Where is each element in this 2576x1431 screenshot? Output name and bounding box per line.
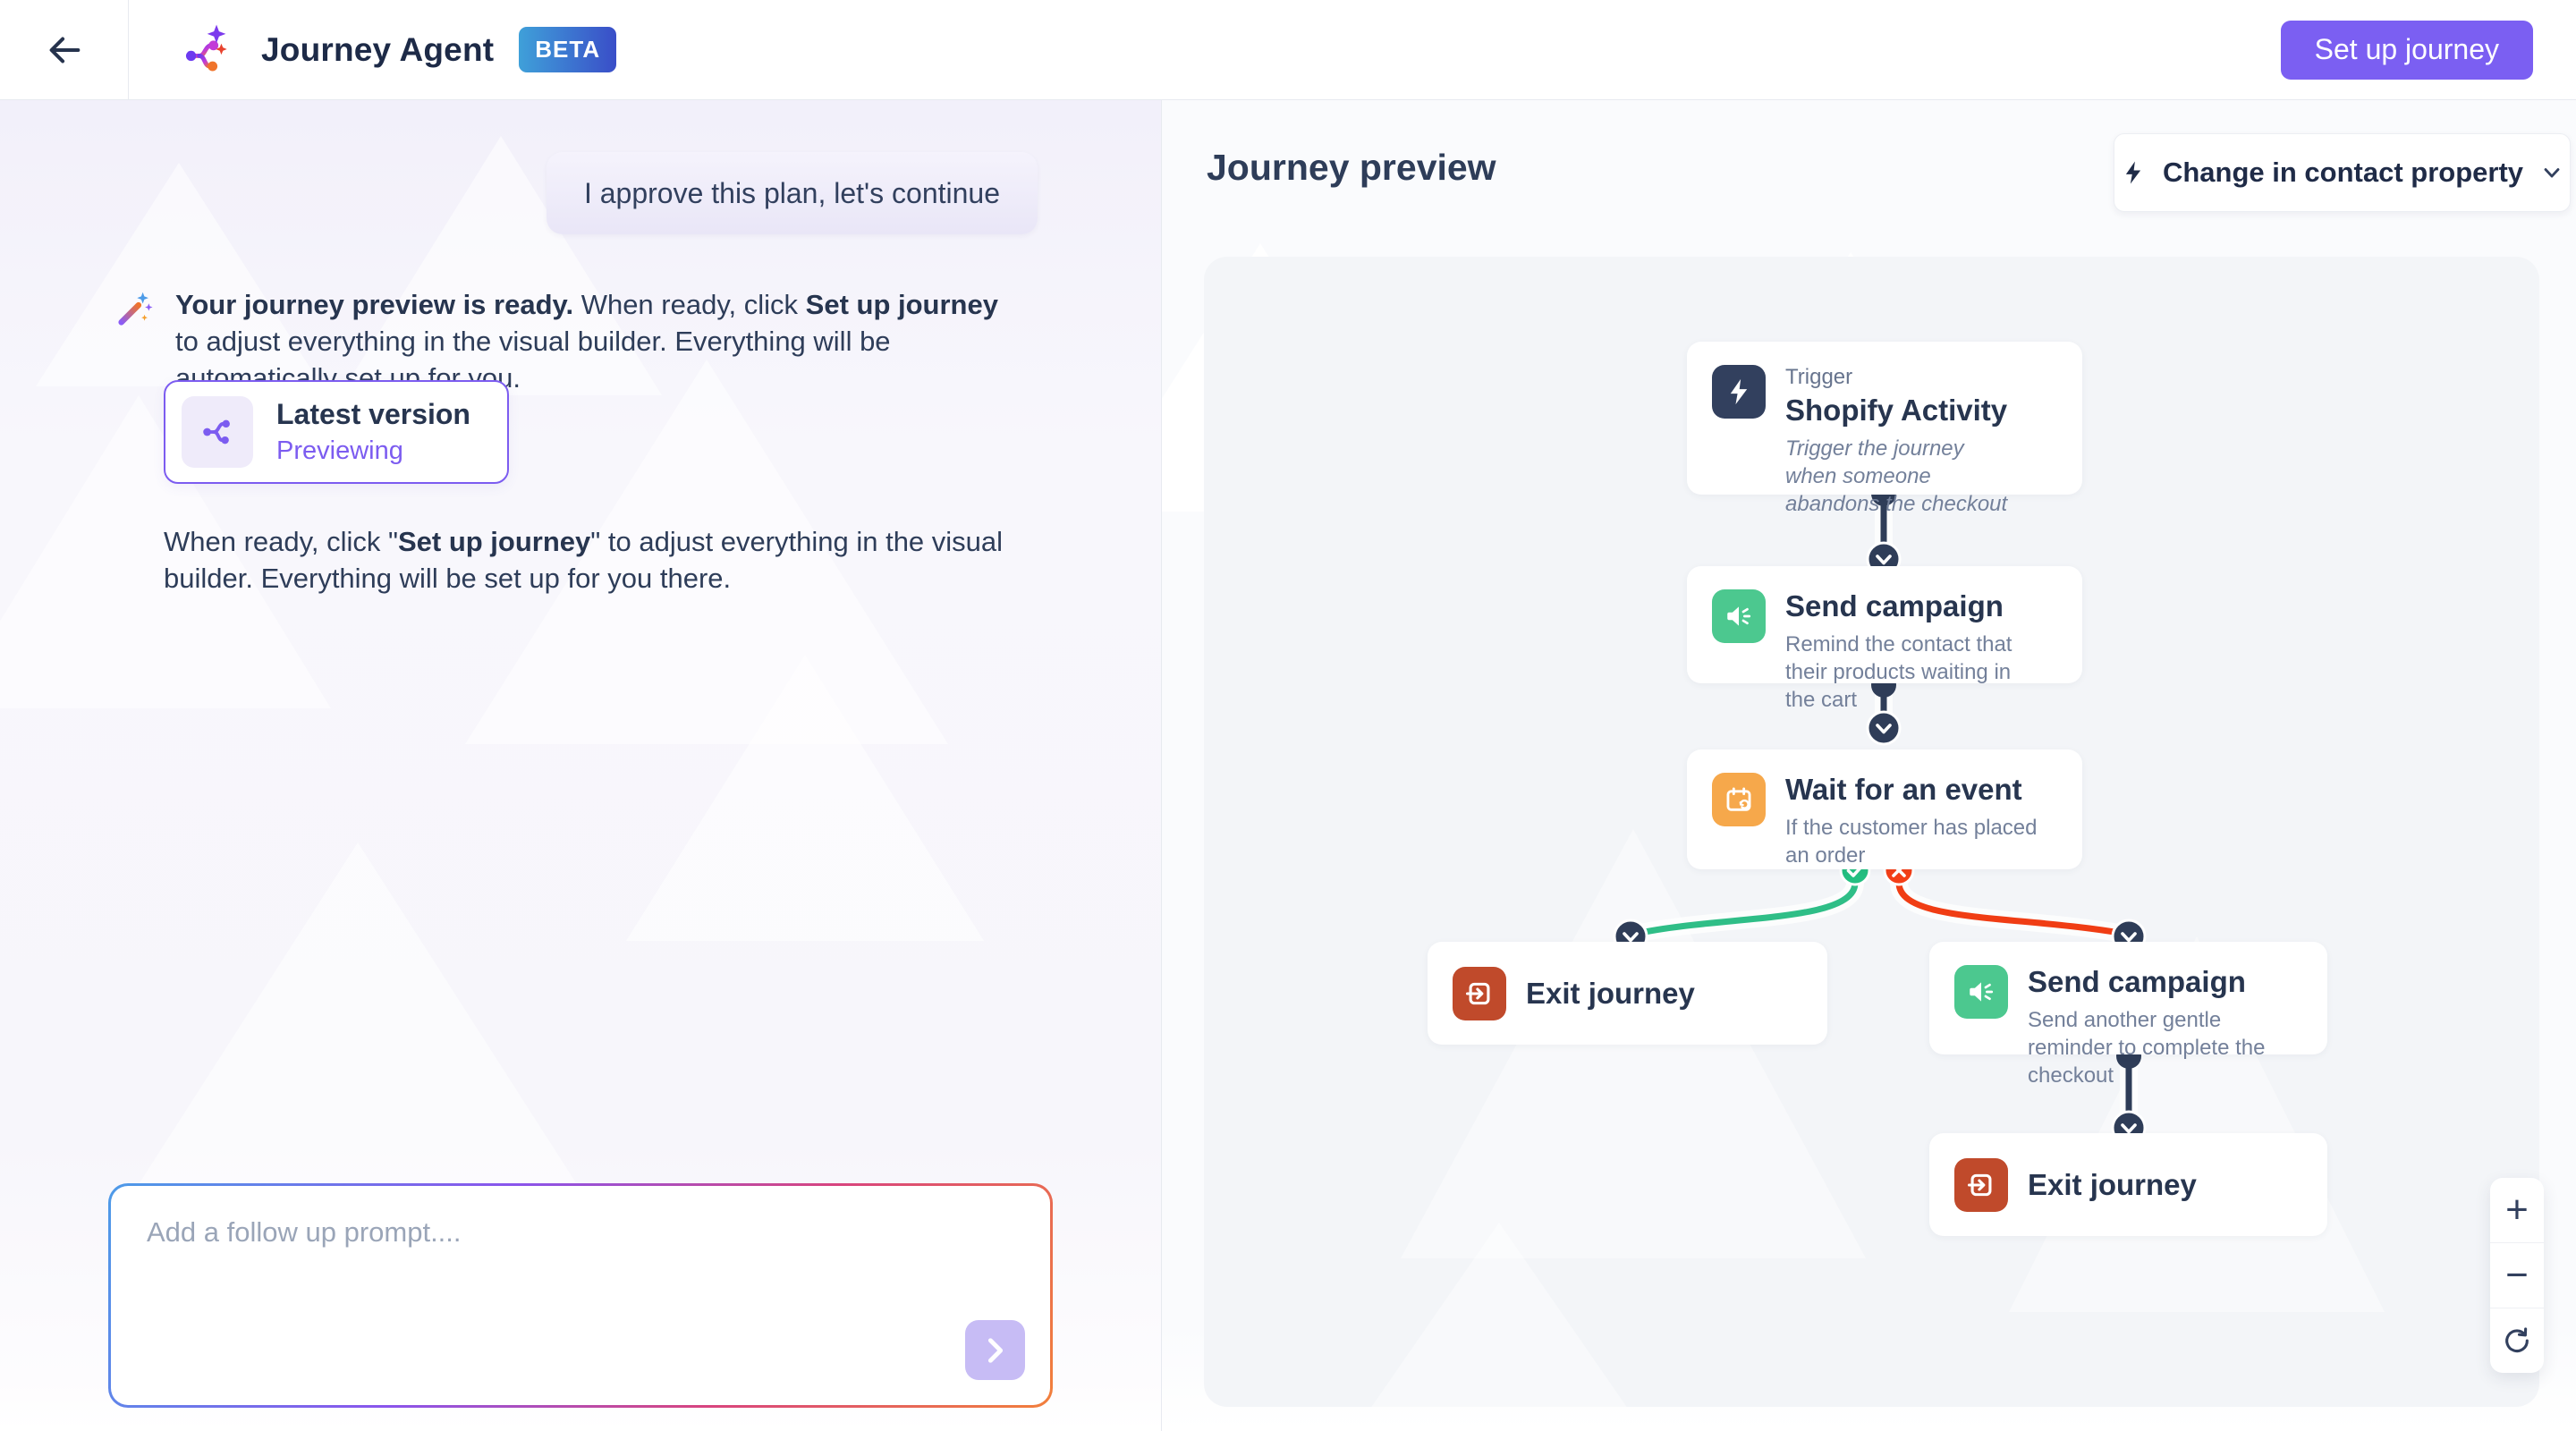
set-up-journey-button[interactable]: Set up journey xyxy=(2280,20,2533,80)
node-title: Send campaign xyxy=(1785,589,2004,622)
user-chat-message: I approve this plan, let's continue xyxy=(546,152,1038,234)
assistant-chat-message: Your journey preview is ready. When read… xyxy=(114,286,1022,396)
version-card-title: Latest version xyxy=(276,398,470,430)
node-wait-for-event[interactable]: Wait for an event If the customer has pl… xyxy=(1687,749,2082,869)
node-title: Exit journey xyxy=(2028,1167,2197,1201)
node-title: Wait for an event xyxy=(1785,773,2022,806)
node-description: Trigger the journey when someone abandon… xyxy=(1785,436,2008,516)
exit-icon xyxy=(1453,966,1506,1020)
chevron-right-icon xyxy=(987,1337,1003,1363)
zoom-in-button[interactable]: + xyxy=(2490,1178,2544,1242)
send-prompt-button[interactable] xyxy=(965,1320,1025,1380)
journey-preview-panel: Journey preview Change in contact proper… xyxy=(1161,100,2576,1431)
magic-wand-icon xyxy=(118,292,153,326)
node-title: Send campaign xyxy=(2028,965,2246,998)
latest-version-card[interactable]: Latest version Previewing xyxy=(164,380,509,484)
node-title: Shopify Activity xyxy=(1785,394,2008,427)
node-exit-journey-bottom[interactable]: Exit journey xyxy=(1929,1133,2327,1236)
megaphone-icon xyxy=(1712,589,1766,643)
node-label: Trigger xyxy=(1785,365,1853,389)
exit-icon xyxy=(1954,1157,2008,1212)
zoom-out-button[interactable]: − xyxy=(2490,1242,2544,1308)
node-trigger-shopify-activity[interactable]: Trigger Shopify Activity Trigger the jou… xyxy=(1687,342,2082,516)
dropdown-label: Change in contact property xyxy=(2162,157,2524,188)
node-send-campaign-2[interactable]: Send campaign Send another gentle remind… xyxy=(1929,942,2327,1088)
top-bar: Journey Agent BETA Set up journey xyxy=(0,0,2576,100)
back-button[interactable] xyxy=(0,0,129,100)
calendar-wait-icon xyxy=(1712,773,1766,826)
node-title: Exit journey xyxy=(1526,976,1695,1010)
journey-version-icon xyxy=(182,396,253,468)
beta-badge: BETA xyxy=(519,27,617,72)
node-exit-journey-left[interactable]: Exit journey xyxy=(1428,942,1827,1045)
canvas-zoom-controls: + − xyxy=(2490,1178,2544,1373)
node-description: Remind the contact that their products w… xyxy=(1785,632,2012,712)
arrow-left-icon xyxy=(49,37,80,63)
change-contact-property-dropdown[interactable]: Change in contact property xyxy=(2114,133,2571,212)
lightning-icon xyxy=(2125,161,2141,184)
assistant-followup-text: When ready, click "Set up journey" to ad… xyxy=(164,526,1004,594)
reset-view-button[interactable] xyxy=(2490,1308,2544,1373)
node-send-campaign-1[interactable]: Send campaign Remind the contact that th… xyxy=(1687,566,2082,712)
follow-up-prompt-input[interactable] xyxy=(111,1186,1050,1405)
assistant-message-text: Your journey preview is ready. When read… xyxy=(175,289,998,394)
app-brand: Journey Agent BETA xyxy=(129,22,617,78)
chat-panel: I approve this plan, let's continue Your… xyxy=(0,100,1161,1431)
chevron-down-icon xyxy=(2544,168,2560,178)
app-title: Journey Agent xyxy=(261,30,495,68)
journey-canvas: Trigger Shopify Activity Trigger the jou… xyxy=(1204,257,2539,1407)
lightning-icon xyxy=(1712,365,1766,419)
megaphone-icon xyxy=(1954,965,2008,1019)
node-description: Send another gentle reminder to complete… xyxy=(2028,1008,2266,1088)
branch-no-line xyxy=(1895,879,2129,937)
refresh-icon xyxy=(2505,1327,2529,1353)
prompt-input-container xyxy=(108,1183,1053,1408)
preview-title: Journey preview xyxy=(1207,147,1496,188)
branch-yes-line xyxy=(1632,879,1859,937)
node-description: If the customer has placed an order xyxy=(1785,816,2038,868)
version-card-status: Previewing xyxy=(276,436,403,465)
journey-agent-logo-icon xyxy=(185,24,227,72)
